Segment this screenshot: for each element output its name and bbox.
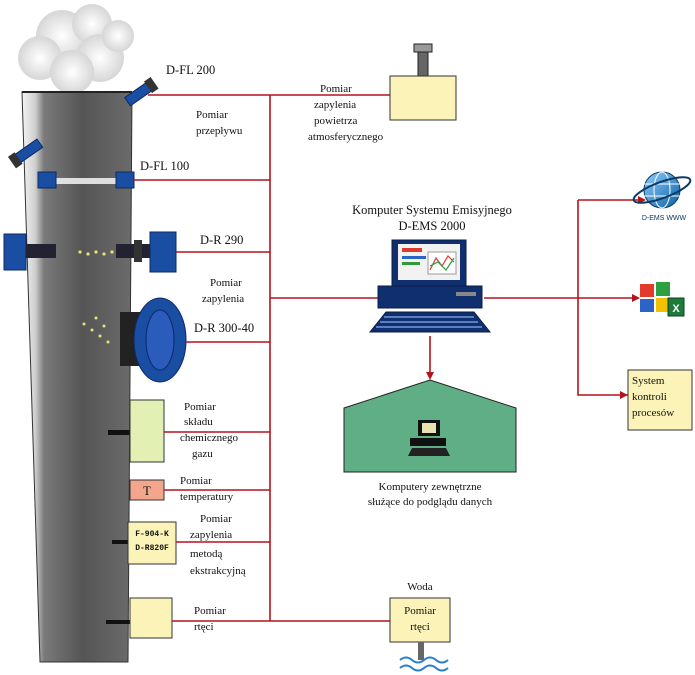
flow-label-1: Pomiar — [196, 109, 228, 121]
water-mercury-box — [389, 597, 451, 672]
process-label-2: kontroli — [632, 391, 667, 403]
chem-label-4: gazu — [192, 448, 213, 460]
external-building — [343, 379, 517, 473]
water-box-1: Pomiar — [404, 605, 436, 617]
dfl100-sensor — [37, 171, 135, 189]
flow-label-2: przepływu — [196, 125, 243, 137]
computer — [368, 239, 492, 333]
extract-label-3: metodą — [190, 548, 222, 560]
extract-label-1: Pomiar — [200, 513, 232, 525]
water-box-2: rtęci — [410, 621, 430, 633]
atmos-label-4: atmosferycznego — [308, 131, 384, 143]
temperature-box: T — [129, 479, 165, 501]
chimney-stack — [21, 91, 133, 663]
temp-label-2: temperatury — [180, 491, 234, 503]
dr290-label: D-R 290 — [200, 233, 243, 247]
dfl200-label: D-FL 200 — [166, 63, 215, 77]
chem-label-2: składu — [184, 416, 213, 428]
mercury-analyzer-box — [106, 597, 173, 639]
temp-label-1: Pomiar — [180, 475, 212, 487]
chem-analyzer-box — [108, 399, 165, 463]
chem-label-3: chemicznego — [180, 432, 239, 444]
external-caption-2: służące do podglądu danych — [368, 496, 493, 508]
dr290-sensor — [3, 231, 177, 273]
temp-symbol: T — [143, 484, 151, 498]
www-label: D-EMS WWW — [642, 215, 687, 222]
dfl200-sensor — [7, 77, 159, 169]
globe-icon[interactable] — [631, 171, 693, 209]
mercury-label-1: Pomiar — [194, 605, 226, 617]
atmos-label-2: zapylenia — [314, 99, 356, 111]
chem-label-1: Pomiar — [184, 401, 216, 413]
water-label: Woda — [407, 581, 433, 593]
smoke-cloud — [18, 4, 134, 94]
atmos-label-3: powietrza — [314, 115, 357, 127]
extract-label-2: zapylenia — [190, 529, 232, 541]
dust-label-1: Pomiar — [210, 277, 242, 289]
connector-lines — [134, 94, 646, 622]
process-control-box — [627, 369, 693, 431]
dr30040-label: D-R 300-40 — [194, 321, 254, 335]
windows-office-icon[interactable]: X — [640, 282, 685, 317]
process-label-1: System — [632, 375, 665, 387]
external-caption-1: Komputery zewnętrzne — [379, 481, 482, 493]
extract-label-4: ekstrakcyjną — [190, 565, 246, 577]
dfl100-label: D-FL 100 — [140, 159, 189, 173]
svg-text:X: X — [672, 303, 680, 315]
mercury-label-2: rtęci — [194, 621, 214, 633]
fbox-model-2: D-R820F — [135, 544, 169, 553]
system-name: D-EMS 2000 — [398, 219, 465, 233]
process-label-3: procesów — [632, 407, 674, 419]
dust-label-2: zapylenia — [202, 293, 244, 305]
dr30040-sensor — [120, 297, 187, 383]
system-title: Komputer Systemu Emisyjnego — [352, 203, 512, 217]
atmos-label-1: Pomiar — [320, 83, 352, 95]
atmospheric-monitor — [389, 43, 457, 121]
fbox-model-1: F-904-K — [135, 530, 169, 539]
extraction-box: F-904-K D-R820F — [112, 521, 177, 565]
